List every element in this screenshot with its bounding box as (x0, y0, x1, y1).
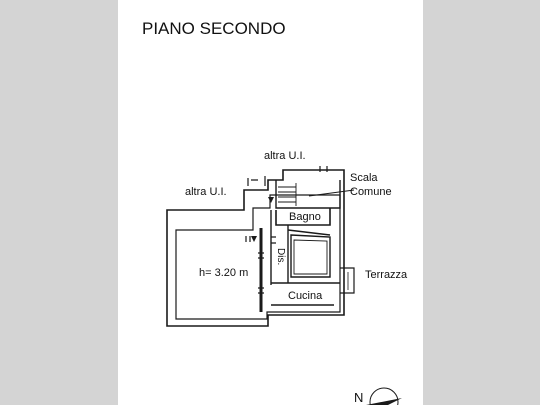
walls (166, 166, 355, 327)
door-arrow-2 (251, 236, 257, 242)
top-notch (247, 176, 266, 186)
closet-inner (293, 239, 328, 275)
terrace-hatch (343, 272, 349, 290)
stairs-leader (308, 189, 355, 197)
plan-title: PIANO SECONDO (142, 19, 286, 38)
stairs-block (275, 180, 341, 209)
window-marks (245, 236, 276, 294)
label-terrace: Terrazza (365, 269, 408, 281)
label-stairs-line1: Scala (350, 172, 378, 184)
floor-plan-drawing: PIANO SECONDO (142, 19, 408, 405)
label-height: h= 3.20 m (199, 267, 248, 279)
compass-north-label: N (354, 390, 363, 405)
bathroom-wall-slant (287, 229, 331, 236)
north-arrow-icon (366, 387, 402, 405)
closet-box (290, 234, 331, 278)
stairs-steps (278, 183, 297, 206)
door-arrow-1 (268, 197, 274, 203)
outer-wall-outer (166, 169, 345, 327)
bathroom-wall (275, 208, 331, 226)
label-bathroom: Bagno (289, 211, 321, 223)
label-other-unit-top: altra U.I. (264, 150, 306, 162)
label-other-unit-left: altra U.I. (185, 186, 227, 198)
label-kitchen: Cucina (288, 290, 323, 302)
terrace-outline (340, 267, 355, 294)
label-stairs-line2: Comune (350, 186, 392, 198)
floor-plan-sheet: PIANO SECONDO (118, 0, 423, 405)
label-closet: Dis. (275, 248, 286, 265)
top-notch-2 (319, 166, 328, 172)
